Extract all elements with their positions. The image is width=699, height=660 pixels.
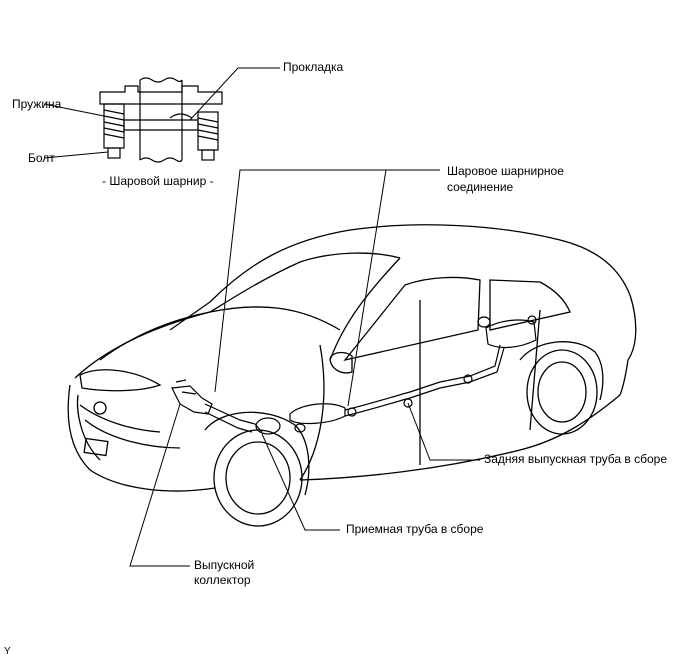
rear-pipe-label: Задняя выпускная труба в сборе [484,452,668,466]
inset-caption: - Шаровой шарнир - [102,174,214,188]
exhaust-system [171,315,537,435]
leader-lines [43,67,480,567]
manifold-label-line2: коллектор [194,573,251,587]
ball-joint-label-line2: соединение [447,180,514,194]
bolt-label: Болт [28,151,55,165]
manifold-label-line1: Выпускной [194,558,255,572]
spring-label: Пружина [12,97,62,111]
rear-wheel [519,341,604,435]
ball-joint-inset [99,77,223,163]
front-pipe-label: Приемная труба в сборе [346,522,484,536]
gasket-label: Прокладка [283,60,344,74]
car-outline [67,224,637,492]
ball-joint-label-line1: Шаровое шарнирное [447,164,564,178]
corner-mark: Y [4,646,11,657]
